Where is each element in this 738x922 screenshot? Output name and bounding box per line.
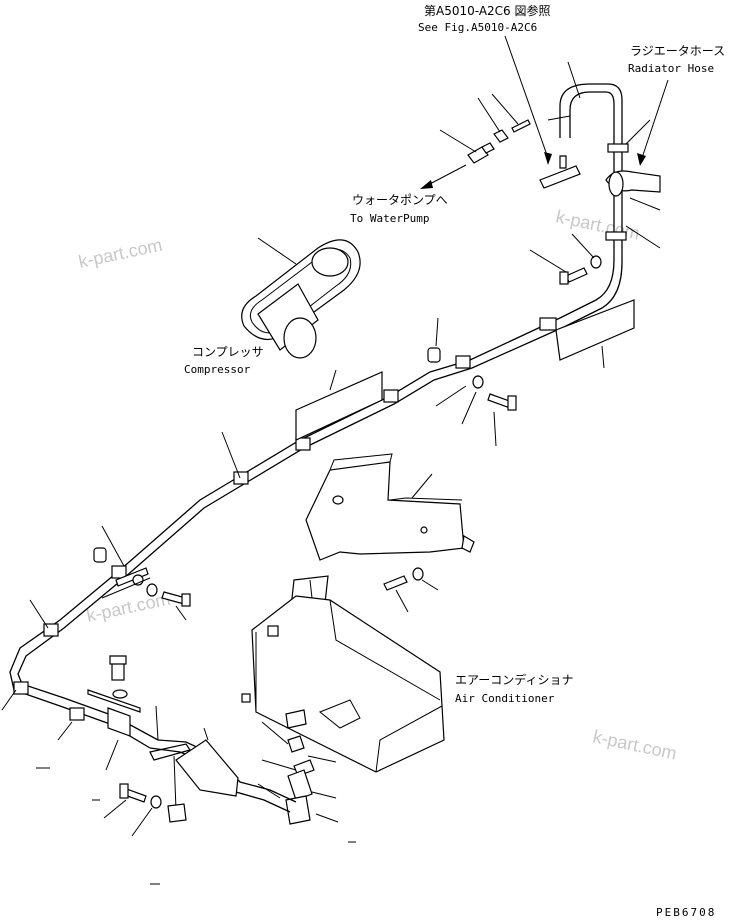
radiator-hose-leader bbox=[637, 79, 669, 166]
air-conditioner-unit bbox=[241, 575, 445, 773]
water-pump-label-jp: ウォータポンプへ bbox=[352, 193, 448, 207]
bracket bbox=[101, 525, 151, 599]
reference-label-en: See Fig.A5010-A2C6 bbox=[418, 21, 537, 34]
hose-nipple bbox=[439, 129, 495, 164]
air-duct bbox=[305, 453, 475, 561]
washer bbox=[435, 375, 484, 425]
watermark: k-part.com bbox=[591, 726, 678, 763]
spacer bbox=[93, 547, 107, 563]
compressor-label-en: Compressor bbox=[184, 363, 251, 376]
leader-lines bbox=[1, 431, 356, 885]
reference-label-jp: 第A5010-A2C6 図参照 bbox=[424, 3, 551, 18]
air-conditioner-label-en: Air Conditioner bbox=[455, 692, 555, 705]
washer bbox=[412, 567, 439, 591]
bolt bbox=[146, 583, 191, 621]
radiator-hose-section bbox=[605, 119, 661, 249]
reference-leader bbox=[504, 35, 552, 165]
bolt bbox=[109, 655, 128, 699]
radiator-hose-label-en: Radiator Hose bbox=[628, 62, 714, 75]
watermark: k-part.com bbox=[77, 235, 164, 272]
bracket bbox=[149, 743, 191, 823]
hose-clamp bbox=[13, 143, 629, 721]
compressor-label-jp: コンプレッサ bbox=[192, 345, 264, 359]
drawing-number: PEB6708 bbox=[656, 906, 716, 919]
radiator-hose-label-jp: ラジエータホース bbox=[630, 44, 725, 58]
heater-hose-upper bbox=[9, 91, 615, 749]
nut bbox=[477, 97, 509, 143]
bracket bbox=[87, 689, 159, 741]
compressor bbox=[241, 237, 361, 359]
washer bbox=[571, 233, 602, 269]
clamp-small bbox=[491, 93, 531, 133]
hose-tag bbox=[175, 739, 239, 797]
water-pump-arrow bbox=[420, 164, 467, 189]
washer bbox=[131, 795, 162, 837]
watermark: k-part.com bbox=[85, 589, 172, 626]
hose-tag bbox=[295, 371, 383, 441]
hose-tag bbox=[555, 299, 635, 361]
water-pump-label-en: To WaterPump bbox=[350, 212, 429, 225]
heater-hose-lower bbox=[17, 83, 623, 741]
water-valve bbox=[257, 709, 339, 825]
bolt bbox=[487, 393, 517, 447]
bolt bbox=[383, 575, 409, 613]
air-conditioner-label-jp: エアーコンディショナ bbox=[455, 672, 573, 687]
valve-fitting bbox=[539, 61, 581, 189]
spacer bbox=[427, 317, 441, 363]
bolt bbox=[103, 783, 147, 819]
watermark: k-part.com bbox=[554, 206, 641, 243]
bolt bbox=[529, 249, 588, 285]
